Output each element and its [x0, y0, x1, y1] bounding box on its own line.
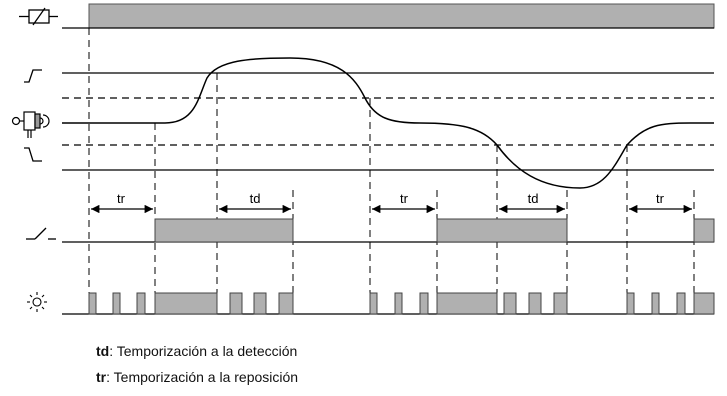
td-label: td	[528, 191, 539, 206]
reference-lines	[62, 27, 714, 315]
led-indicator-icon	[27, 292, 47, 312]
sensor-icon	[11, 111, 50, 138]
tr-label: tr	[400, 191, 409, 206]
legend-td: td: Temporización a la detección	[96, 343, 297, 359]
time-markers	[88, 28, 695, 314]
supply-bar	[88, 3, 715, 29]
sensor-signal-curve	[62, 57, 714, 189]
relay-coil-icon	[19, 7, 58, 26]
falling-edge-icon	[24, 147, 42, 162]
legend-desc-td: : Temporización a la detección	[109, 343, 298, 359]
timing-diagram: tr td tr td tr	[11, 3, 715, 315]
legend-term-tr: tr	[96, 369, 107, 385]
tr-label: tr	[117, 191, 126, 206]
led-pulses	[88, 292, 715, 315]
td-label: td	[250, 191, 261, 206]
tr-label: tr	[656, 191, 665, 206]
switch-contact-icon	[26, 227, 56, 240]
output-bars	[154, 218, 715, 243]
legend-tr: tr: Temporización a la reposición	[96, 369, 298, 385]
legend-desc-tr: : Temporización a la reposición	[106, 369, 299, 385]
rising-edge-icon	[24, 69, 42, 83]
legend-term-td: td	[96, 343, 110, 359]
